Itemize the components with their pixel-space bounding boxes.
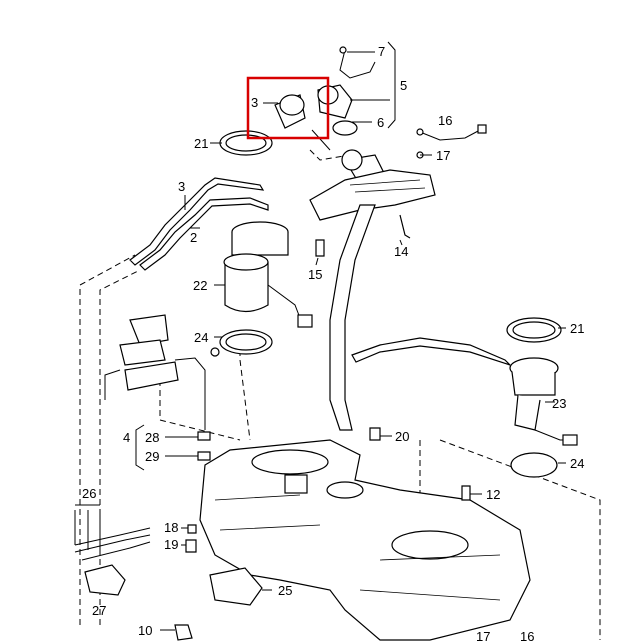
vent-pipes [129, 177, 269, 271]
callout-labels: 7 5 3 6 16 17 21 3 2 14 15 22 24 21 23 4… [82, 44, 584, 642]
callout-19: 19 [164, 537, 178, 552]
carbon-canister [104, 314, 220, 430]
callout-5: 5 [400, 78, 407, 93]
callout-15: 15 [308, 267, 322, 282]
callout-21-right: 21 [570, 321, 584, 336]
callout-22: 22 [193, 278, 207, 293]
callout-25: 25 [278, 583, 292, 598]
callout-23: 23 [552, 396, 566, 411]
callout-3-top: 3 [251, 95, 258, 110]
callout-18: 18 [164, 520, 178, 535]
callout-14: 14 [394, 244, 408, 259]
callout-26: 26 [82, 486, 96, 501]
seal-rings [219, 120, 562, 478]
callout-21-left: 21 [194, 136, 208, 151]
fuel-tank [199, 439, 531, 641]
callout-3-mid: 3 [178, 179, 185, 194]
heat-shields [84, 564, 263, 606]
callout-brackets [75, 41, 396, 506]
cable-bundle [74, 510, 151, 561]
bolts [174, 214, 471, 641]
callout-24-left: 24 [194, 330, 208, 345]
filler-neck [309, 149, 436, 431]
callout-20: 20 [395, 429, 409, 444]
fuel-sender-right [509, 357, 578, 446]
callout-17-top: 17 [436, 148, 450, 163]
callout-6: 6 [377, 115, 384, 130]
callout-4: 4 [123, 430, 130, 445]
callout-16-top: 16 [438, 113, 452, 128]
callout-10: 10 [138, 623, 152, 638]
highlight-box [246, 76, 330, 140]
callout-12: 12 [486, 487, 500, 502]
fuel-pump-assembly [223, 221, 313, 328]
callout-27: 27 [92, 603, 106, 618]
vent-line-right [351, 337, 511, 366]
sensor-cable [416, 124, 487, 159]
callout-17-bottom: 17 [476, 629, 490, 642]
callout-2: 2 [190, 230, 197, 245]
callout-16-bottom: 16 [520, 629, 534, 642]
leader-lines [160, 51, 566, 631]
callout-7: 7 [378, 44, 385, 59]
callout-28: 28 [145, 430, 159, 445]
callout-24-right: 24 [570, 456, 584, 471]
filler-cap-parts [274, 46, 376, 129]
callout-29: 29 [145, 449, 159, 464]
